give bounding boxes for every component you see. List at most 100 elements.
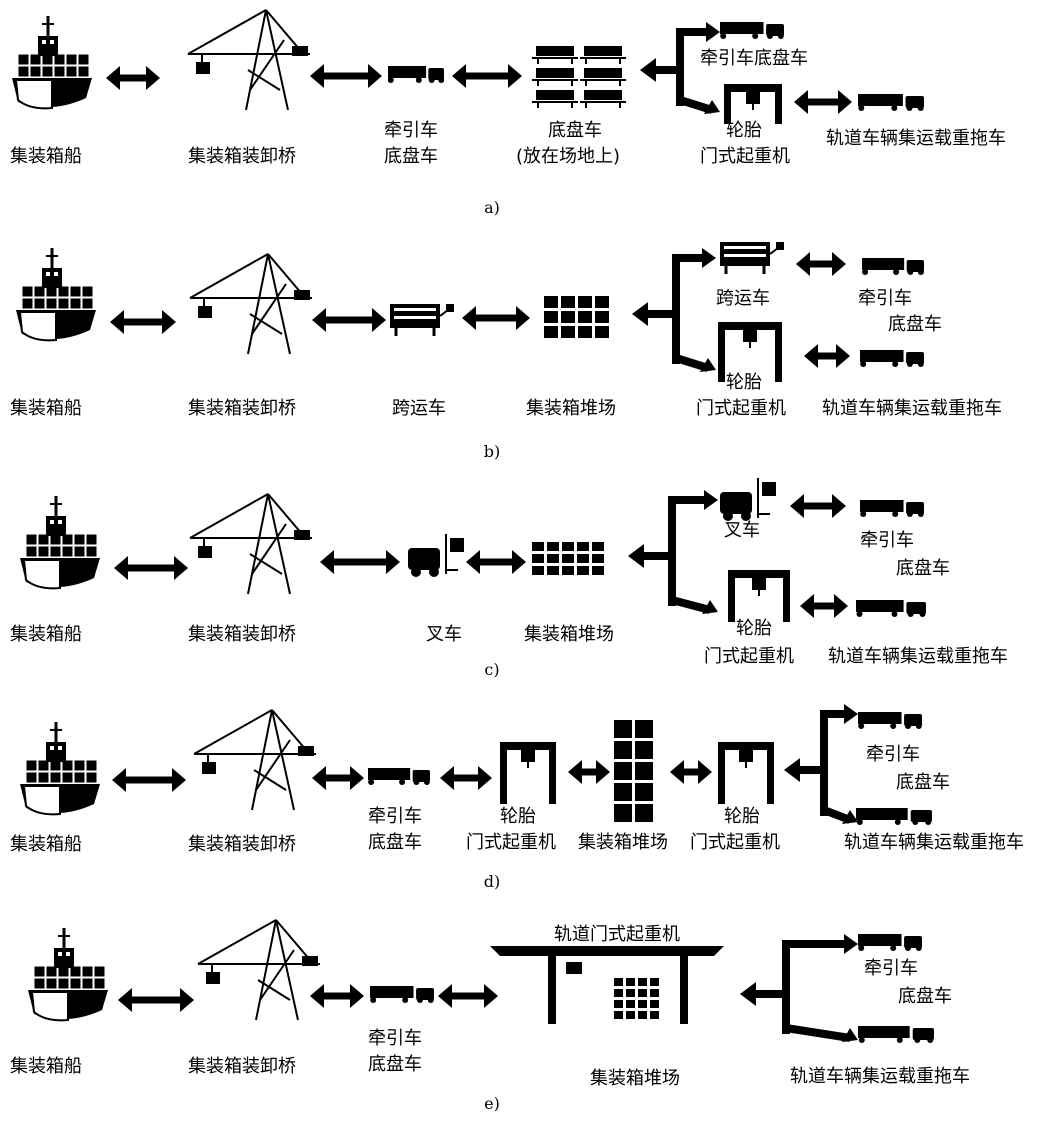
caption-e: e) (484, 1094, 500, 1113)
straddle-carrier-icon-b (390, 304, 454, 336)
label-quay-crane-b: 集装箱装卸桥 (188, 398, 296, 419)
arrow-e3 (438, 984, 498, 1008)
container-yard-icon-e (614, 978, 659, 1019)
label-ship-d: 集装箱船 (10, 834, 82, 855)
label-quay-crane-c: 集装箱装卸桥 (188, 624, 296, 645)
arrow-d3 (440, 766, 492, 790)
rubber-tyred-gantry-icon-d1 (500, 742, 556, 804)
label-chassis-yard-a: 底盘车 (548, 120, 602, 141)
rail-trailer-icon-b (860, 350, 924, 367)
label-straddle-branch-b: 跨运车 (716, 288, 770, 309)
label-chassis-e: 底盘车 (368, 1054, 422, 1075)
forklift-icon-c (408, 534, 464, 577)
arrow-e1 (118, 988, 194, 1012)
tractor-trailer-icon-c (860, 500, 924, 517)
quay-crane-icon-e (197, 919, 320, 1021)
arrow-d1 (112, 768, 186, 792)
label-tractor-chassis-a: 牵引车底盘车 (700, 48, 808, 69)
label-quay-crane-e: 集装箱装卸桥 (188, 1056, 296, 1077)
label-yard-c: 集装箱堆场 (524, 624, 614, 645)
quay-crane-icon-d (193, 709, 316, 811)
label-chassis-e-branch: 底盘车 (898, 986, 952, 1007)
ship-icon-a (12, 16, 92, 110)
tractor-trailer-icon-e2 (858, 934, 922, 951)
rubber-tyred-gantry-icon-d2 (718, 742, 774, 804)
label-ship-e: 集装箱船 (10, 1056, 82, 1077)
tractor-trailer-icon-a2 (720, 22, 784, 39)
caption-b: b) (483, 442, 501, 461)
label-ship-b: 集装箱船 (10, 398, 82, 419)
ship-icon-b (16, 248, 96, 342)
ship-icon-d (20, 722, 100, 816)
label-chassis-b: 底盘车 (888, 314, 942, 335)
label-chassis-d: 底盘车 (368, 832, 422, 853)
arrow-c2 (320, 550, 400, 574)
quay-crane-icon-a (187, 9, 310, 111)
label-on-ground-a: (放在场地上) (516, 146, 621, 167)
label-gantry-c: 门式起重机 (704, 646, 794, 667)
label-tractor-d-branch: 牵引车 (866, 744, 920, 765)
container-yard-icon-d (614, 720, 653, 822)
label-rail-c: 轨道车辆集运载重拖车 (828, 646, 1008, 667)
tractor-trailer-icon-a (387, 66, 445, 83)
label-tyre-c: 轮胎 (736, 618, 772, 639)
tractor-trailer-icon-b (862, 258, 924, 275)
label-rail-d: 轨道车辆集运载重拖车 (844, 832, 1024, 853)
ship-icon-c (20, 496, 100, 590)
container-yard-icon-b (544, 296, 609, 338)
branch-arrow-icon-b (632, 248, 716, 372)
label-straddle-b: 跨运车 (392, 398, 446, 419)
label-chassis-d-branch: 底盘车 (896, 772, 950, 793)
label-tyre-d2: 轮胎 (724, 806, 760, 827)
label-tractor-b: 牵引车 (858, 288, 912, 309)
rail-gantry-crane-icon-e (490, 946, 724, 1024)
label-forklift-c: 叉车 (426, 624, 462, 645)
arrow-e2 (310, 984, 364, 1008)
branch-arrow-icon-a (640, 22, 720, 114)
rail-trailer-icon-d (856, 808, 932, 825)
arrow-a1 (106, 66, 160, 90)
label-tyre-a: 轮胎 (726, 120, 762, 141)
label-tractor-e: 牵引车 (368, 1028, 422, 1049)
label-yard-d: 集装箱堆场 (578, 832, 668, 853)
label-rail-b: 轨道车辆集运载重拖车 (822, 398, 1002, 419)
tractor-trailer-icon-e (370, 986, 434, 1003)
tractor-trailer-icon-d (368, 768, 430, 785)
chassis-icon-a (532, 46, 626, 108)
label-rail-gantry-e: 轨道门式起重机 (554, 924, 680, 945)
container-yard-icon-c (532, 542, 604, 575)
label-yard-e: 集装箱堆场 (590, 1068, 680, 1089)
label-tyre-d1: 轮胎 (500, 806, 536, 827)
arrow-d2 (312, 766, 364, 790)
rail-trailer-icon-a (858, 94, 924, 111)
arrow-d4 (568, 760, 610, 784)
caption-d: d) (483, 872, 501, 891)
arrow-c3 (466, 550, 526, 574)
label-gantry-a: 门式起重机 (700, 146, 790, 167)
label-tractor-c: 牵引车 (860, 530, 914, 551)
label-tractor-e-branch: 牵引车 (864, 958, 918, 979)
arrow-a3 (452, 64, 522, 88)
ship-icon-e (28, 928, 108, 1022)
label-ship-c: 集装箱船 (10, 624, 82, 645)
forklift-icon-c2 (720, 478, 776, 521)
label-gantry-b: 门式起重机 (696, 398, 786, 419)
label-tyre-b: 轮胎 (726, 372, 762, 393)
arrow-c5 (800, 594, 848, 618)
rail-trailer-icon-e (858, 1026, 934, 1043)
caption-a: a) (484, 198, 500, 217)
arrow-c1 (114, 556, 188, 580)
arrow-a2 (310, 64, 382, 88)
label-tractor-a: 牵引车 (384, 120, 438, 141)
straddle-carrier-icon-b2 (720, 242, 784, 274)
branch-arrow-icon-e (740, 934, 858, 1042)
arrow-b5 (804, 344, 850, 368)
rubber-tyred-gantry-icon-a (724, 84, 782, 124)
label-ship-a: 集装箱船 (10, 146, 82, 167)
label-rail-a: 轨道车辆集运载重拖车 (826, 128, 1006, 149)
arrow-b2 (312, 308, 386, 332)
rubber-tyred-gantry-icon-c (728, 570, 790, 622)
label-tractor-d: 牵引车 (368, 806, 422, 827)
rail-trailer-icon-c (856, 600, 926, 617)
